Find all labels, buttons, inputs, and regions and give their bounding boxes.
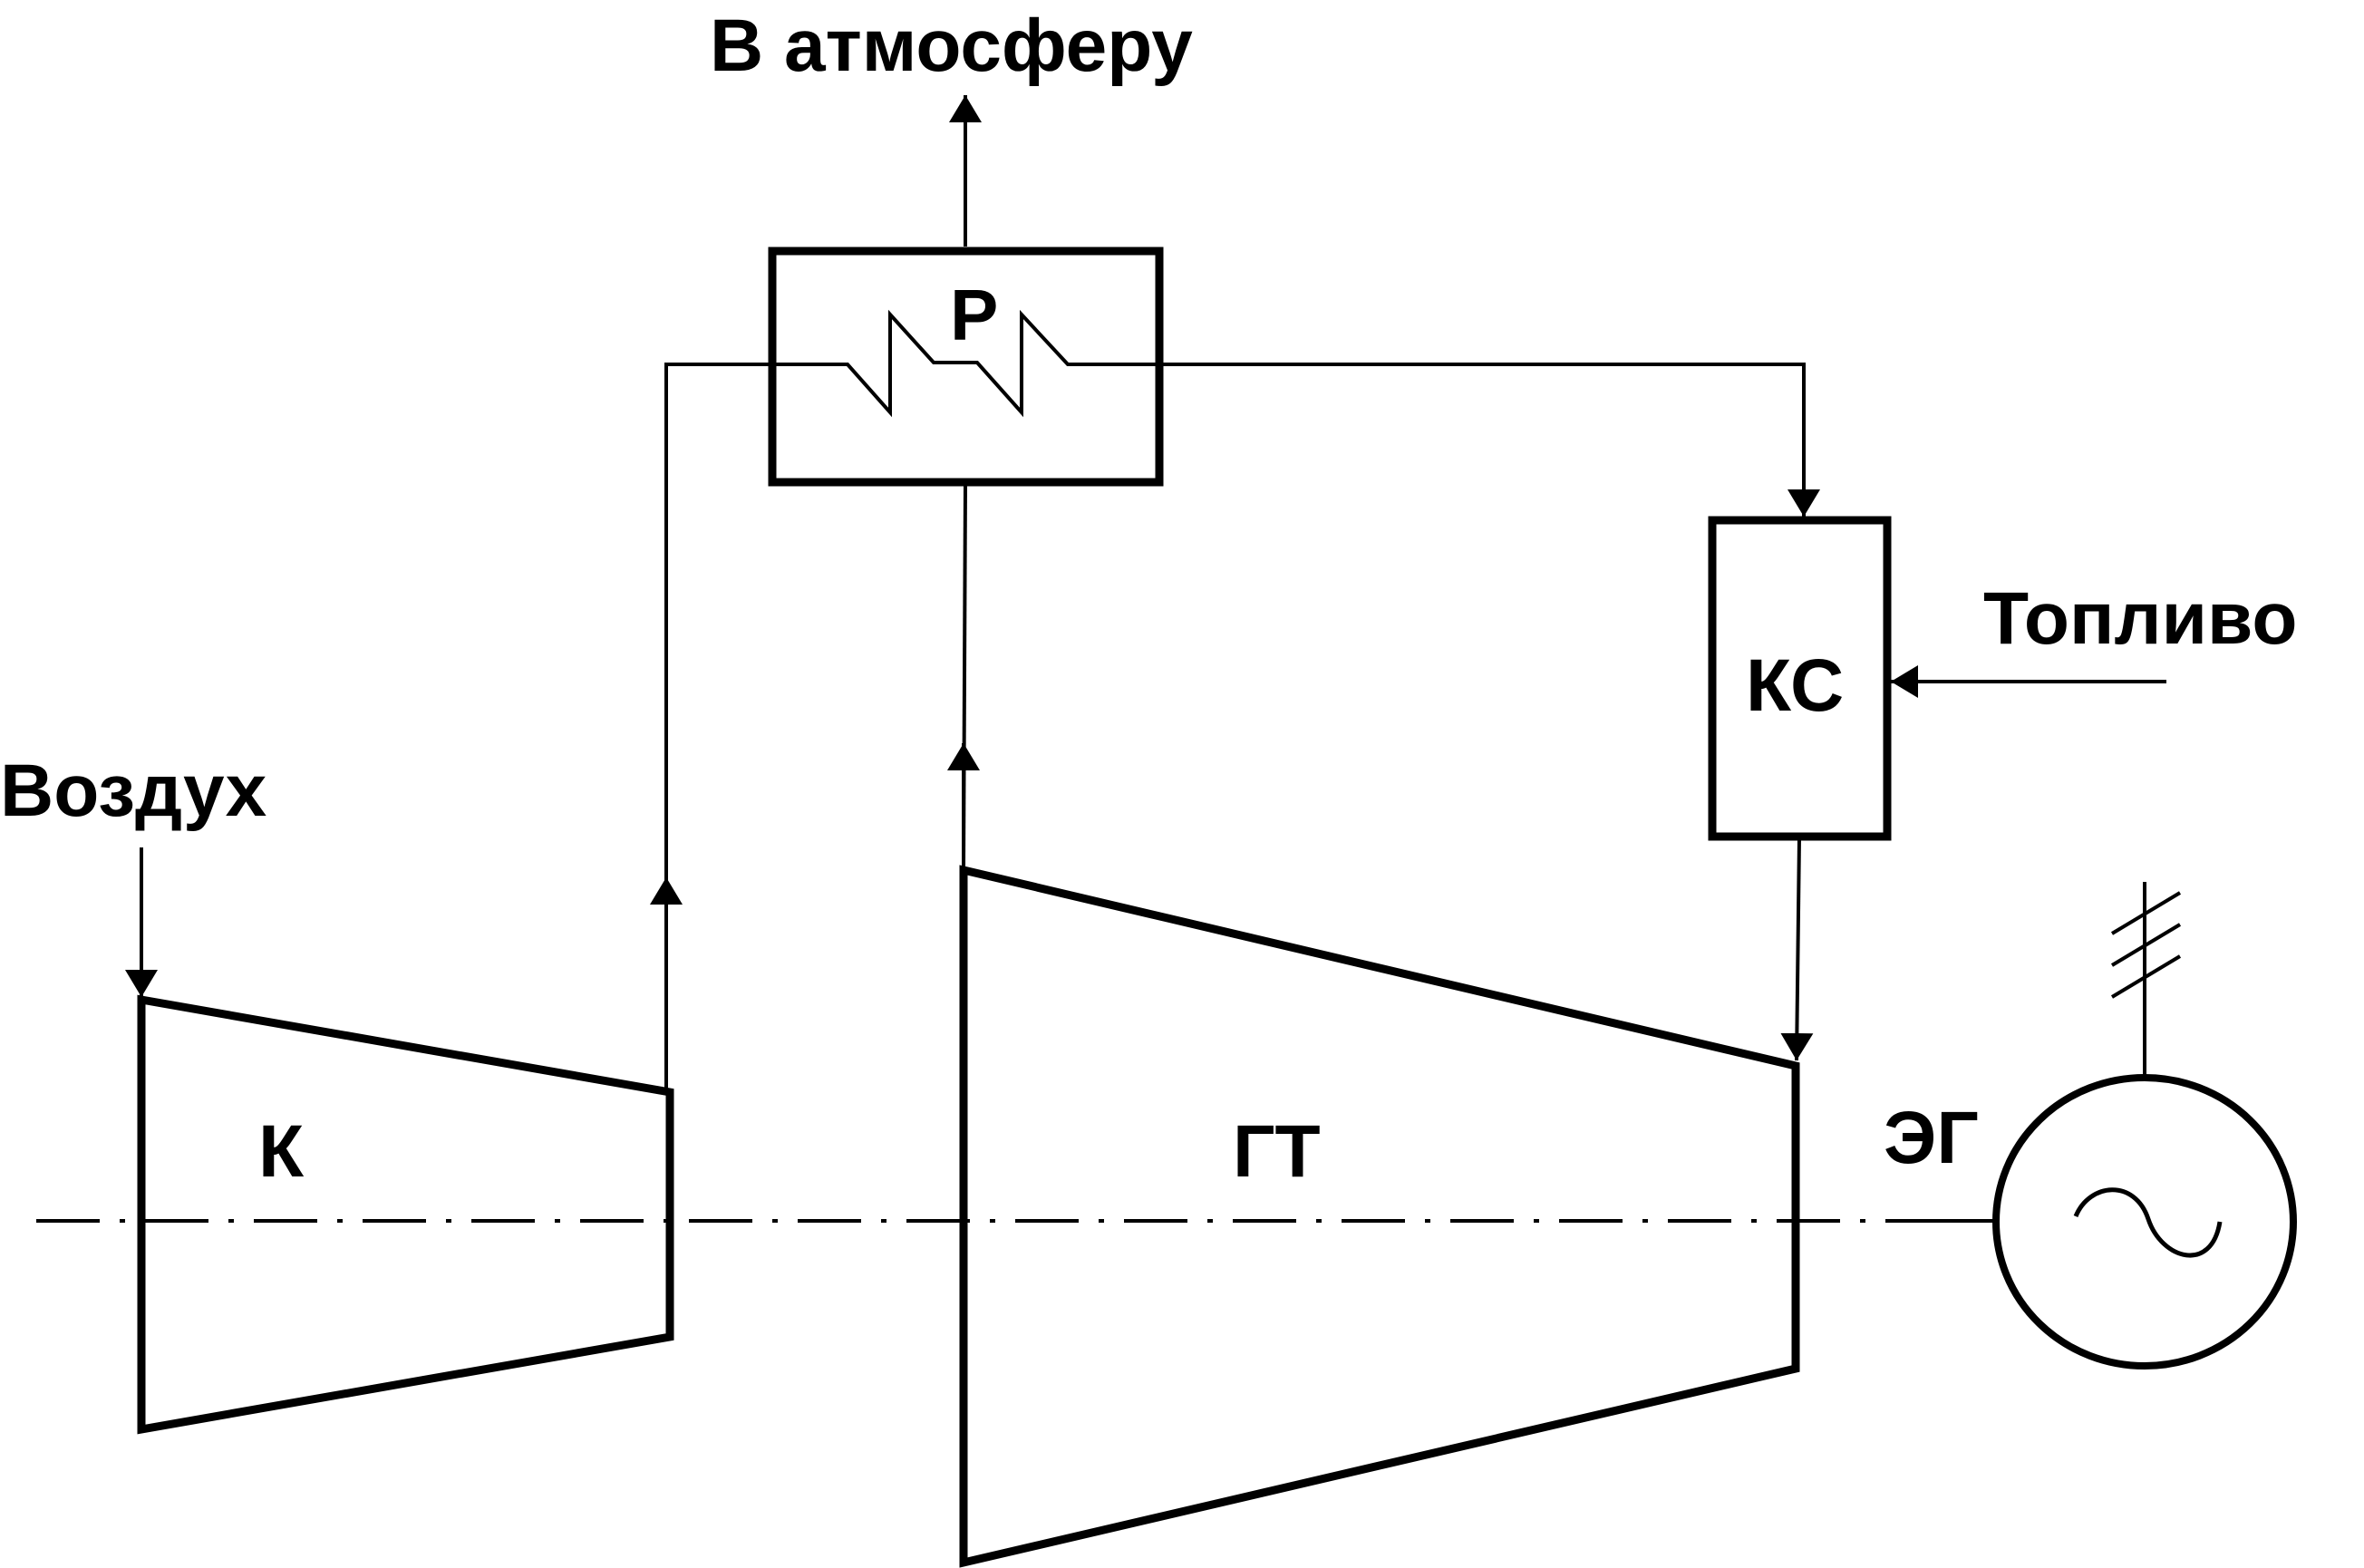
combustor-label: КС bbox=[1746, 644, 1845, 727]
phase-mark-3 bbox=[2110, 954, 2182, 999]
sine-wave-icon bbox=[2073, 1187, 2223, 1258]
compressor-label: К bbox=[258, 1110, 305, 1193]
compressor-shape bbox=[137, 994, 674, 1435]
phase-mark-1 bbox=[2110, 891, 2182, 935]
regenerator-box bbox=[768, 247, 1164, 487]
turbine-label: ГТ bbox=[1233, 1110, 1321, 1193]
regenerator-coil bbox=[666, 309, 1806, 510]
generator-label: ЭГ bbox=[1884, 1097, 1979, 1179]
fuel-label: Топливо bbox=[1983, 577, 2298, 660]
phase-mark-2 bbox=[2110, 923, 2182, 967]
exhaust-label: В атмосферу bbox=[710, 5, 1193, 87]
combustor-box bbox=[1708, 516, 1892, 841]
air-label: Воздух bbox=[0, 750, 267, 832]
regenerator-label: Р bbox=[950, 275, 999, 355]
exhaust-to-regenerator-line bbox=[962, 481, 967, 869]
turbine-shape bbox=[959, 865, 1800, 1568]
generator-circle bbox=[1992, 1074, 2297, 1370]
combustor-to-turbine-arrow bbox=[1780, 837, 1814, 1061]
